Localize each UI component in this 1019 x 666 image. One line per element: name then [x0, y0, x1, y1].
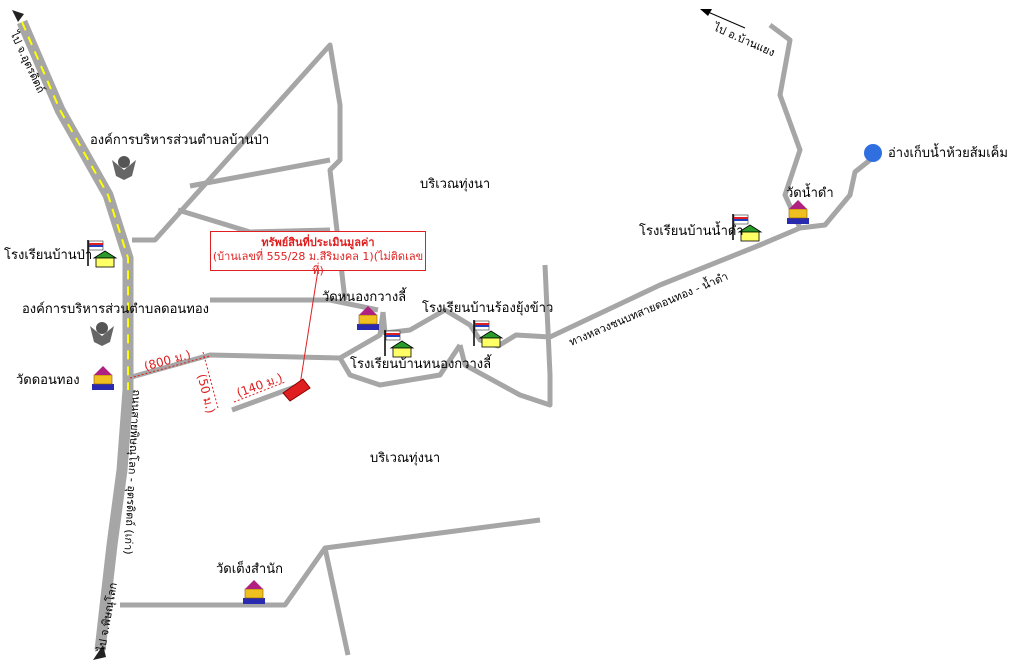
temple-icon [357, 306, 379, 330]
label-paddy-north: บริเวณทุ่งนา [420, 177, 491, 192]
to-ban-yaeng-arrow [707, 11, 746, 29]
property-address: (บ้านเลขที่ 555/28 ม.สีริมงคล 1)(ไม่ติดเ… [212, 250, 424, 277]
school-with-flag-icon [87, 240, 118, 268]
label-paddy-south: บริเวณทุ่งนา [370, 451, 441, 466]
arrow-head-icon [700, 9, 712, 16]
label-school-rong-yung-khao: โรงเรียนบ้านร้องยุ้งข้าว [422, 301, 554, 316]
garuda-emblem-icon [112, 156, 136, 180]
north-arrow-icon [12, 10, 24, 22]
label-sao-ban-pa: องค์การบริหารส่วนตำบลบ้านป่า [90, 133, 270, 148]
property-title: ทรัพย์สินที่ประเมินมูลค่า [261, 236, 375, 249]
label-wat-teng-samnak: วัดเต็งสำนัก [216, 562, 283, 577]
label-sao-don-thong: องค์การบริหารส่วนตำบลดอนทอง [22, 302, 210, 317]
garuda-emblem-icon [90, 322, 114, 346]
label-wat-nong-kwang-li: วัดหนองกวางลี้ [322, 290, 407, 305]
property-callout: ทรัพย์สินที่ประเมินมูลค่า (บ้านเลขที่ 55… [210, 231, 426, 277]
secondary-roads [120, 23, 872, 656]
main-highway [16, 19, 134, 651]
label-school-ban-pa: โรงเรียนบ้านป่า [4, 248, 93, 263]
south-arrow-icon [93, 645, 106, 660]
reservoir-dot-icon [864, 144, 882, 162]
distance-lines [129, 351, 286, 409]
temple-icon [243, 580, 265, 604]
school-with-flag-icon [473, 320, 504, 348]
property-marker-icon [282, 378, 311, 402]
label-reservoir: อ่างเก็บน้ำห้วยส้มเค็ม [888, 146, 1008, 161]
property-leader-line [299, 269, 319, 386]
school-with-flag-icon [384, 330, 415, 358]
school-with-flag-icon [732, 214, 763, 242]
temple-icon [92, 366, 114, 390]
label-wat-don-thong: วัดดอนทอง [16, 373, 80, 388]
label-school-nong-kwang-li: โรงเรียนบ้านหนองกวางลี้ [350, 357, 492, 372]
temple-icon [787, 200, 809, 224]
label-wat-nam-dam: วัดน้ำดำ [786, 186, 834, 201]
label-school-nam-dam: โรงเรียนบ้านน้ำดำ [639, 224, 744, 239]
